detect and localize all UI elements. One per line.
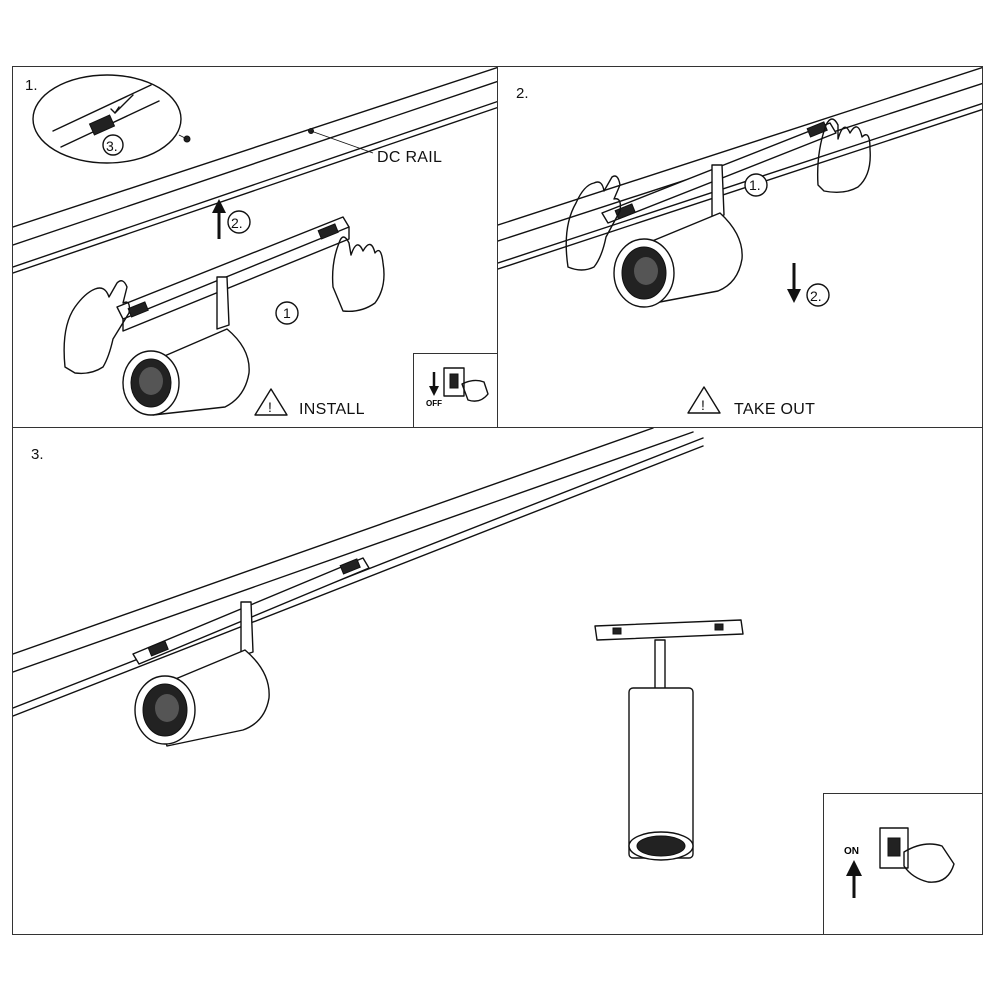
svg-text:!: ! [701,397,705,413]
callout-1: 1 [275,301,299,325]
spotlight-body [122,328,250,416]
warning-triangle-icon: ! [687,386,721,414]
callout-3-text: 3. [106,138,118,154]
magnifier-detail: 3. [32,74,191,164]
callout-2-text: 2. [231,215,243,231]
callout-1: 1. [744,173,768,197]
callout-2-text: 2. [810,288,822,304]
panel-power-on: 3. [12,427,983,935]
connector-bar [116,216,350,332]
panel-take-out: 2. 1. 2. [497,66,983,428]
install-illustration: 3. 2. [13,67,497,416]
panel-install: 1. 3. [12,66,498,428]
spotlight-stem [711,164,725,220]
step-number: 1. [25,77,38,94]
install-label: INSTALL [299,401,365,418]
take-out-illustration: 1. 2. ! [498,67,982,414]
standalone-spotlight [594,619,744,861]
spotlight-stem [216,276,230,330]
right-hand [331,236,385,313]
spotlight-stem [240,601,254,657]
mounted-spotlight [134,649,270,747]
power-on-inset: ON [823,793,982,934]
svg-text:!: ! [268,399,272,415]
dc-rail [498,67,982,270]
rail-leader-line [310,130,374,154]
spotlight-body [613,212,743,308]
arrow-up-indicator: 2. [212,199,251,239]
step-number: 2. [516,85,529,102]
warning-triangle-icon: ! [254,388,288,416]
rail-label: DC RAIL [377,149,443,166]
right-hand [816,118,871,194]
callout-1-text: 1 [283,305,291,321]
callout-1-text: 1. [749,177,761,193]
arrow-down-indicator: 2. [787,263,830,307]
installed-illustration [13,428,744,861]
dc-rail [13,67,497,274]
left-hand [63,280,131,375]
step-number: 3. [31,446,44,463]
switch-on-icon: ON [844,827,955,898]
take-out-label: TAKE OUT [734,401,816,418]
left-hand [565,175,622,271]
switch-off-icon: OFF [426,367,489,408]
on-text: ON [844,846,859,857]
off-text: OFF [426,399,442,408]
power-off-inset: OFF [413,353,497,427]
rail-pointer-dot [308,128,314,134]
